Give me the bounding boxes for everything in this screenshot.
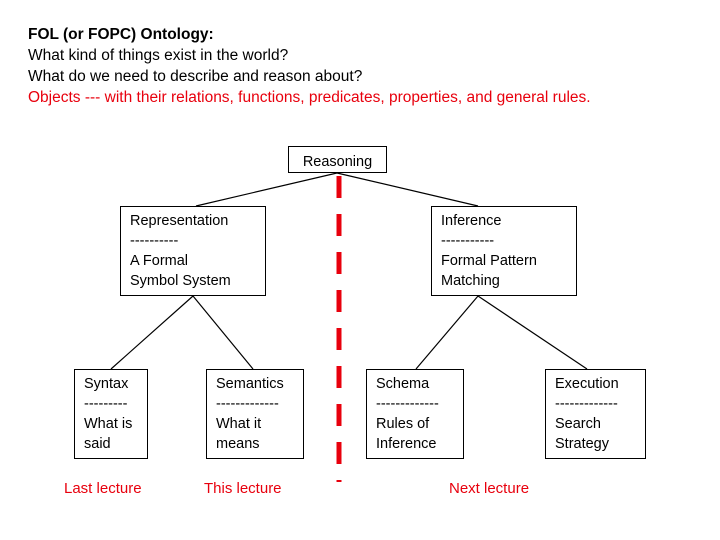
node-syntax-body-1: What is: [84, 416, 133, 432]
node-semantics-body-1: What it: [216, 416, 262, 432]
node-representation-body-2: Symbol System: [130, 273, 231, 289]
node-syntax-rule: ---------: [84, 396, 128, 412]
caption-next-lecture: Next lecture: [449, 480, 530, 497]
node-schema-rule: -------------: [376, 396, 439, 412]
node-syntax-title: Syntax: [84, 376, 129, 392]
node-representation-rule: ----------: [130, 233, 179, 249]
header-line-2: What kind of things exist in the world?: [28, 47, 289, 64]
node-execution-title: Execution: [555, 376, 619, 392]
node-execution-rule: -------------: [555, 396, 618, 412]
node-representation-title: Representation: [130, 213, 229, 229]
node-representation-body-1: A Formal: [130, 253, 189, 269]
header-line-3: What do we need to describe and reason a…: [28, 68, 363, 85]
node-inference[interactable]: Inference ----------- Formal Pattern Mat…: [431, 206, 577, 296]
node-reasoning-title: Reasoning: [302, 154, 373, 170]
caption-last-lecture: Last lecture: [64, 480, 142, 497]
node-semantics-title: Semantics: [216, 376, 284, 392]
node-inference-rule: -----------: [441, 233, 495, 249]
node-syntax[interactable]: Syntax --------- What is said: [74, 369, 148, 459]
header-text-block: FOL (or FOPC) Ontology: What kind of thi…: [28, 24, 698, 108]
node-schema-body-1: Rules of: [376, 416, 430, 432]
node-inference-body-1: Formal Pattern: [441, 253, 537, 269]
node-semantics-body-2: means: [216, 436, 260, 452]
node-schema-body-2: Inference: [376, 436, 437, 452]
node-schema-title: Schema: [376, 376, 430, 392]
header-line-1: FOL (or FOPC) Ontology:: [28, 26, 214, 43]
caption-this-lecture: This lecture: [204, 480, 282, 497]
node-reasoning[interactable]: Reasoning: [288, 146, 387, 173]
node-semantics[interactable]: Semantics ------------- What it means: [206, 369, 304, 459]
node-representation[interactable]: Representation ---------- A Formal Symbo…: [120, 206, 266, 296]
node-execution-body-2: Strategy: [555, 436, 609, 452]
node-syntax-body-2: said: [84, 436, 111, 452]
node-inference-body-2: Matching: [441, 273, 500, 289]
node-inference-title: Inference: [441, 213, 502, 229]
header-line-4: Objects --- with their relations, functi…: [28, 89, 591, 106]
node-schema[interactable]: Schema ------------- Rules of Inference: [366, 369, 464, 459]
node-execution-body-1: Search: [555, 416, 601, 432]
node-execution[interactable]: Execution ------------- Search Strategy: [545, 369, 646, 459]
node-semantics-rule: -------------: [216, 396, 279, 412]
